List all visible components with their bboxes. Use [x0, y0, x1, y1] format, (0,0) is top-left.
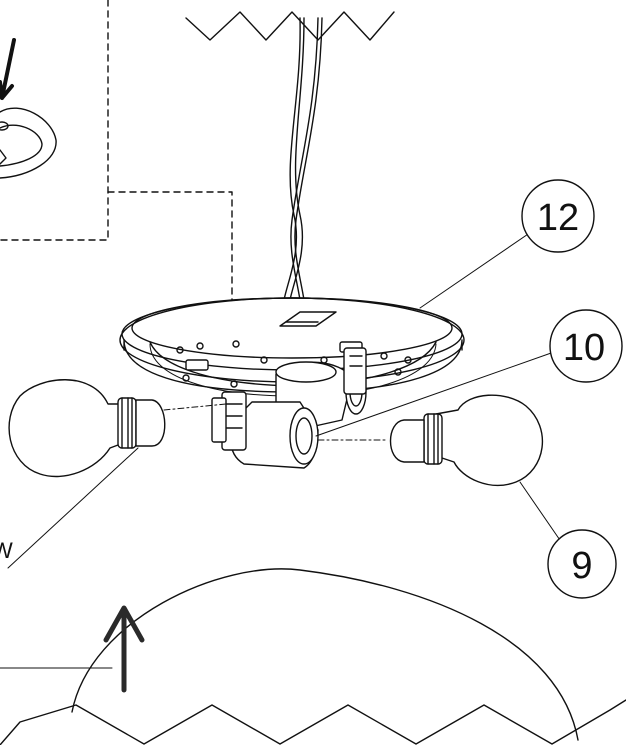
shade-break-line	[0, 699, 626, 746]
detail-inset	[0, 0, 233, 301]
callout-10-label: 10	[563, 327, 605, 369]
bulb-left	[8, 379, 166, 478]
leader-lines	[0, 229, 565, 669]
bulb-right	[389, 394, 544, 487]
callout-9: 9	[547, 529, 617, 599]
alignment-lines	[163, 403, 389, 441]
plate-holes	[176, 340, 412, 388]
edge-label-fragment: W	[0, 538, 13, 563]
callout-9-label: 9	[571, 545, 592, 587]
suspension-cables	[283, 17, 323, 301]
inset-arrow-icon	[0, 38, 16, 100]
glass-shade	[71, 568, 579, 741]
lamp-socket-lower	[211, 391, 319, 469]
push-up-arrow-icon	[103, 605, 145, 693]
lamp-socket-upper	[275, 347, 367, 429]
callout-10: 10	[549, 309, 623, 383]
callout-12-label: 12	[537, 197, 579, 239]
ceiling-break-line	[185, 11, 395, 41]
callout-12: 12	[521, 179, 595, 253]
